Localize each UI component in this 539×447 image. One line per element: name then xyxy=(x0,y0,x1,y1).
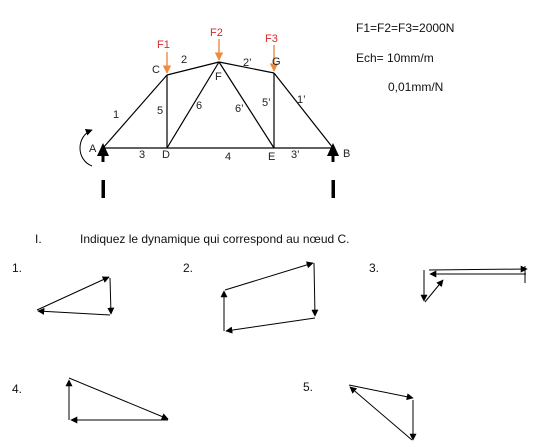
member-2 xyxy=(166,61,220,76)
member-2p-label: 2’ xyxy=(243,57,252,69)
member-2-label: 2 xyxy=(181,54,187,66)
force-f2-label: F2 xyxy=(210,27,223,39)
question-text: Indiquez le dynamique qui correspond au … xyxy=(80,232,350,246)
member-5-label: 5 xyxy=(157,105,163,117)
option-3-force-polygon xyxy=(420,265,528,303)
force-f1-label: F1 xyxy=(157,39,170,51)
force-f3-label: F3 xyxy=(265,33,278,45)
member-2p xyxy=(218,61,275,74)
member-4-label: 4 xyxy=(225,151,231,163)
member-1 xyxy=(102,74,168,149)
node-a-label: A xyxy=(89,143,97,155)
member-6-label: 6 xyxy=(196,100,202,112)
supports xyxy=(97,143,339,198)
option-3-label: 3. xyxy=(369,261,379,275)
support-b-arrow-icon xyxy=(327,143,339,156)
node-g-label: G xyxy=(272,56,281,68)
support-a-arrow-icon xyxy=(97,143,109,156)
member-1-label: 1 xyxy=(113,109,119,121)
support-b-leg xyxy=(331,180,335,198)
option-2-label: 2. xyxy=(183,261,193,275)
node-labels: A B C D E F G xyxy=(89,56,350,163)
force-scale-text: 0,01mm/N xyxy=(388,80,443,94)
moment-arrow-icon xyxy=(79,128,93,167)
node-f-label: F xyxy=(215,71,222,83)
option-1-force-polygon xyxy=(36,276,115,316)
node-d-label: D xyxy=(162,149,170,161)
member-labels: 1 2 2’ 1’ 3 4 3’ 5 6 6’ 5’ xyxy=(113,54,306,163)
data-block: F1=F2=F3=2000N Ech= 10mm/m 0,01mm/N xyxy=(356,21,454,94)
support-a-post xyxy=(101,156,105,162)
member-6 xyxy=(166,61,220,149)
member-5p-label: 5’ xyxy=(262,97,271,109)
option-4-label: 4. xyxy=(12,382,22,396)
node-e-label: E xyxy=(268,151,275,163)
option-5-force-polygon xyxy=(348,384,417,441)
member-3-label: 3 xyxy=(139,149,145,161)
option-4-force-polygon xyxy=(65,377,169,424)
member-1p xyxy=(273,72,334,149)
member-3p-label: 3’ xyxy=(291,149,300,161)
member-1p-label: 1’ xyxy=(297,94,306,106)
node-c-label: C xyxy=(152,64,160,76)
member-6p xyxy=(218,61,275,149)
applied-forces: F1 F2 F3 xyxy=(157,27,279,74)
force-equality-text: F1=F2=F3=2000N xyxy=(356,21,454,35)
option-1-label: 1. xyxy=(12,261,22,275)
option-5-label: 5. xyxy=(303,380,313,394)
member-6p-label: 6’ xyxy=(235,103,244,115)
support-a-leg xyxy=(101,180,105,198)
truss-members xyxy=(102,61,334,149)
support-b-post xyxy=(331,156,335,162)
option-2-force-polygon xyxy=(220,261,319,334)
question-number: I. xyxy=(35,232,42,246)
node-b-label: B xyxy=(343,148,350,160)
length-scale-text: Ech= 10mm/m xyxy=(356,51,434,65)
